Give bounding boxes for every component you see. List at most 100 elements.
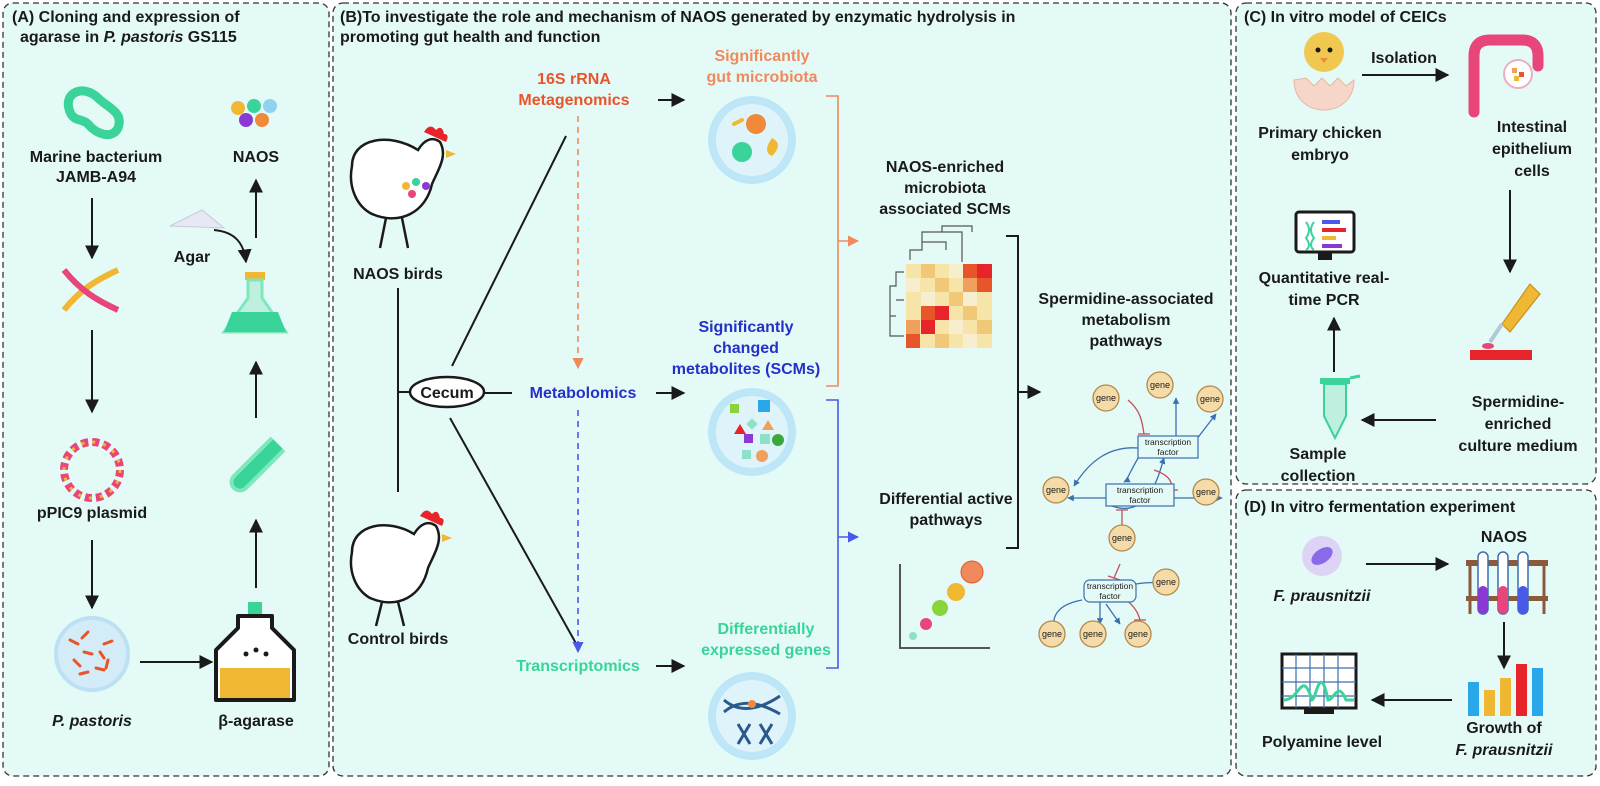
panel-c-frame xyxy=(1235,2,1597,485)
spd-line1: Spermidine-associated xyxy=(1038,291,1213,308)
enriched-line1: NAOS-enriched xyxy=(886,159,1004,176)
chick-egg-icon xyxy=(1293,32,1355,111)
svg-text:gene: gene xyxy=(1196,487,1216,497)
enriched-line2: microbiota xyxy=(904,180,986,197)
bacteria-cell-icon xyxy=(1302,536,1342,576)
naos-label-d: NAOS xyxy=(1481,529,1528,546)
genes-icon xyxy=(708,672,796,760)
transcriptomics-label: Transcriptomics xyxy=(516,658,640,675)
control-birds-label: Control birds xyxy=(348,631,449,648)
plasmid-label: pPIC9 plasmid xyxy=(37,505,147,522)
panel-a: (A) Cloning and expression of agarase in… xyxy=(2,2,330,777)
polyamine-label: Polyamine level xyxy=(1262,734,1382,751)
naos-chicken-icon xyxy=(349,126,456,249)
panel-a-frame xyxy=(2,2,330,777)
bar-chart-icon xyxy=(1468,664,1543,716)
sample-line2: collection xyxy=(1281,468,1356,485)
scm-line3: metabolites (SCMs) xyxy=(672,361,820,378)
svg-text:factor: factor xyxy=(1129,495,1150,505)
dropper-icon xyxy=(1470,283,1541,360)
agar-label: Agar xyxy=(174,249,210,266)
deg-line1: Differentially xyxy=(718,621,815,638)
deg-line2: expressed genes xyxy=(701,642,831,659)
dap-line2: pathways xyxy=(910,512,983,529)
control-chicken-icon xyxy=(349,510,452,627)
bubble-chart-icon xyxy=(899,560,990,649)
agar-icon xyxy=(169,209,226,229)
panel-c: (C) In vitro model of CEICs Primary chic… xyxy=(1235,2,1597,485)
bottle-icon xyxy=(214,602,296,702)
heatmap-icon xyxy=(889,225,992,348)
line-to-metagenomics xyxy=(451,135,567,367)
svg-text:transcription: transcription xyxy=(1145,437,1192,447)
plasmid-icon xyxy=(60,438,124,502)
growth-line1: Growth of xyxy=(1466,720,1542,737)
iec-line2: epithelium xyxy=(1492,141,1572,158)
pastoris-label: P. pastoris xyxy=(52,713,132,730)
marine-bacterium-strain: JAMB-A94 xyxy=(56,169,136,186)
flask-icon xyxy=(221,272,289,334)
iec-line3: cells xyxy=(1514,163,1550,180)
svg-text:transcription: transcription xyxy=(1117,485,1164,495)
cecum-label: Cecum xyxy=(420,385,473,402)
naos-dots-icon xyxy=(231,99,277,127)
qpcr-line1: Quantitative real- xyxy=(1259,270,1390,287)
svg-text:gene: gene xyxy=(1156,577,1176,587)
panel-b-frame xyxy=(332,2,1232,777)
metabolomics-label: Metabolomics xyxy=(530,385,637,402)
panel-b: (B)To investigate the role and mechanism… xyxy=(332,2,1232,777)
line-to-transcriptomics xyxy=(449,417,579,648)
svg-text:gene: gene xyxy=(1042,629,1062,639)
rrna-label-line2: Metagenomics xyxy=(518,92,629,109)
test-tube-icon xyxy=(229,436,286,493)
scm-line2: changed xyxy=(713,340,779,357)
rrna-label-line1: 16S rRNA xyxy=(537,71,611,88)
svg-text:gene: gene xyxy=(1046,485,1066,495)
growth-line2: F. prausnitzii xyxy=(1456,742,1553,759)
panel-b-title-line2: promoting gut health and function xyxy=(340,29,600,46)
agarase-label: β-agarase xyxy=(218,713,294,730)
svg-text:gene: gene xyxy=(1128,629,1148,639)
medium-line2: enriched xyxy=(1485,416,1552,433)
sig-gut-line2: gut microbiota xyxy=(706,69,817,86)
marine-bacterium-label: Marine bacterium xyxy=(30,149,162,166)
petri-dish-icon xyxy=(54,616,130,692)
bracket-blue xyxy=(826,399,839,669)
iec-line1: Intestinal xyxy=(1497,119,1567,136)
svg-text:factor: factor xyxy=(1157,447,1178,457)
svg-text:gene: gene xyxy=(1083,629,1103,639)
panel-a-title-line2: agarase in P. pastoris GS115 xyxy=(20,29,237,46)
arrow-agar xyxy=(213,229,252,264)
svg-text:transcription: transcription xyxy=(1087,581,1134,591)
panel-c-title: (C) In vitro model of CEICs xyxy=(1244,9,1447,26)
spd-line3: pathways xyxy=(1090,333,1163,350)
panel-a-title-line1: (A) Cloning and expression of xyxy=(12,9,240,26)
medium-line1: Spermidine- xyxy=(1472,394,1564,411)
spd-line2: metabolism xyxy=(1082,312,1171,329)
svg-text:gene: gene xyxy=(1096,393,1116,403)
dna-icon xyxy=(61,267,120,313)
medium-line3: culture medium xyxy=(1458,438,1577,455)
prausnitzii-label: F. prausnitzii xyxy=(1274,588,1371,605)
scm-line1: Significantly xyxy=(698,319,793,336)
gene-network: gene gene gene gene gene gene gene gene … xyxy=(1038,371,1224,648)
panel-d-title: (D) In vitro fermentation experiment xyxy=(1244,499,1516,516)
tube-rack-icon xyxy=(1466,551,1548,615)
chromatogram-icon xyxy=(1280,652,1358,714)
naos-label-a: NAOS xyxy=(233,149,280,166)
embryo-line1: Primary chicken xyxy=(1258,125,1382,142)
metabolites-icon xyxy=(708,388,796,476)
svg-text:gene: gene xyxy=(1200,394,1220,404)
bacterium-icon xyxy=(63,86,124,140)
sample-line1: Sample xyxy=(1290,446,1347,463)
naos-birds-label: NAOS birds xyxy=(353,266,443,283)
qpcr-line2: time PCR xyxy=(1288,292,1360,309)
isolation-label: Isolation xyxy=(1371,50,1437,67)
dap-line1: Differential active xyxy=(879,491,1012,508)
embryo-line2: embryo xyxy=(1291,147,1349,164)
svg-text:factor: factor xyxy=(1099,591,1120,601)
microbiota-icon xyxy=(708,96,796,184)
sig-gut-line1: Significantly xyxy=(714,48,809,65)
